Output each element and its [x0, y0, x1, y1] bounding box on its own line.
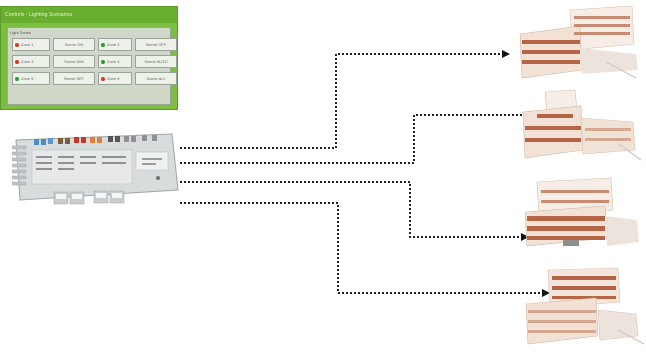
office-building-icon — [524, 177, 639, 247]
building-3 — [515, 176, 645, 256]
building-1 — [510, 4, 640, 84]
connector-arrow-building-3 — [180, 181, 529, 241]
control-ui-panel: Controls - Lighting Scenarios Light Zone… — [0, 6, 178, 110]
button-label: Scene SET — [63, 76, 85, 81]
building-2 — [515, 88, 645, 168]
button-label: Zone 3 — [21, 59, 34, 64]
status-indicator-icon — [15, 59, 19, 64]
status-indicator-icon — [15, 76, 19, 81]
scene-button[interactable]: Scene OFF — [135, 38, 177, 51]
button-label: Scene ON — [64, 42, 84, 47]
din-controller-icon — [12, 133, 179, 205]
zone-button[interactable]: Zone 5 — [12, 72, 50, 85]
button-label: Scene DIM — [64, 59, 84, 64]
zone-button[interactable]: Zone 3 — [12, 55, 50, 68]
button-label: Zone 2 — [107, 42, 120, 47]
ui-panel-tab[interactable]: Light Zones — [10, 30, 31, 35]
ui-panel-title: Controls - Lighting Scenarios — [1, 7, 177, 23]
button-label: Zone 5 — [21, 76, 34, 81]
button-label: Zone 1 — [21, 42, 34, 47]
connector-arrow-building-2 — [180, 111, 536, 164]
status-indicator-icon — [101, 59, 105, 64]
connector-arrow-building-1 — [180, 50, 510, 149]
scene-button[interactable]: Scene ON — [53, 38, 95, 51]
button-label: Scene AUTO — [144, 59, 168, 64]
controller-device — [12, 130, 180, 206]
scene-button[interactable]: Scene SET — [53, 72, 95, 85]
ui-panel-body: Light Zones Zone 1 Scene ON Zone 2 Scene… — [7, 27, 177, 105]
zone-button[interactable]: Zone 2 — [98, 38, 132, 51]
office-building-icon — [525, 267, 645, 345]
building-4 — [520, 266, 646, 346]
button-label: Zone 4 — [107, 59, 120, 64]
zone-button[interactable]: Zone 6 — [98, 72, 132, 85]
connector-arrow-building-4 — [180, 202, 550, 297]
button-label: Scene OFF — [145, 42, 167, 47]
office-building-icon — [522, 89, 642, 161]
status-indicator-icon — [101, 42, 105, 47]
zone-button[interactable]: Zone 1 — [12, 38, 50, 51]
zone-button[interactable]: Zone 4 — [98, 55, 132, 68]
scene-button[interactable]: Scene AUTO — [135, 55, 177, 68]
button-label: Scene ALL — [146, 76, 166, 81]
status-indicator-icon — [15, 42, 19, 47]
status-indicator-icon — [101, 76, 105, 81]
scene-button[interactable]: Scene DIM — [53, 55, 95, 68]
office-building-icon — [519, 5, 638, 79]
ui-button-grid: Zone 1 Scene ON Zone 2 Scene OFF Zone 3 … — [12, 38, 177, 85]
button-label: Zone 6 — [107, 76, 120, 81]
scene-button[interactable]: Scene ALL — [135, 72, 177, 85]
